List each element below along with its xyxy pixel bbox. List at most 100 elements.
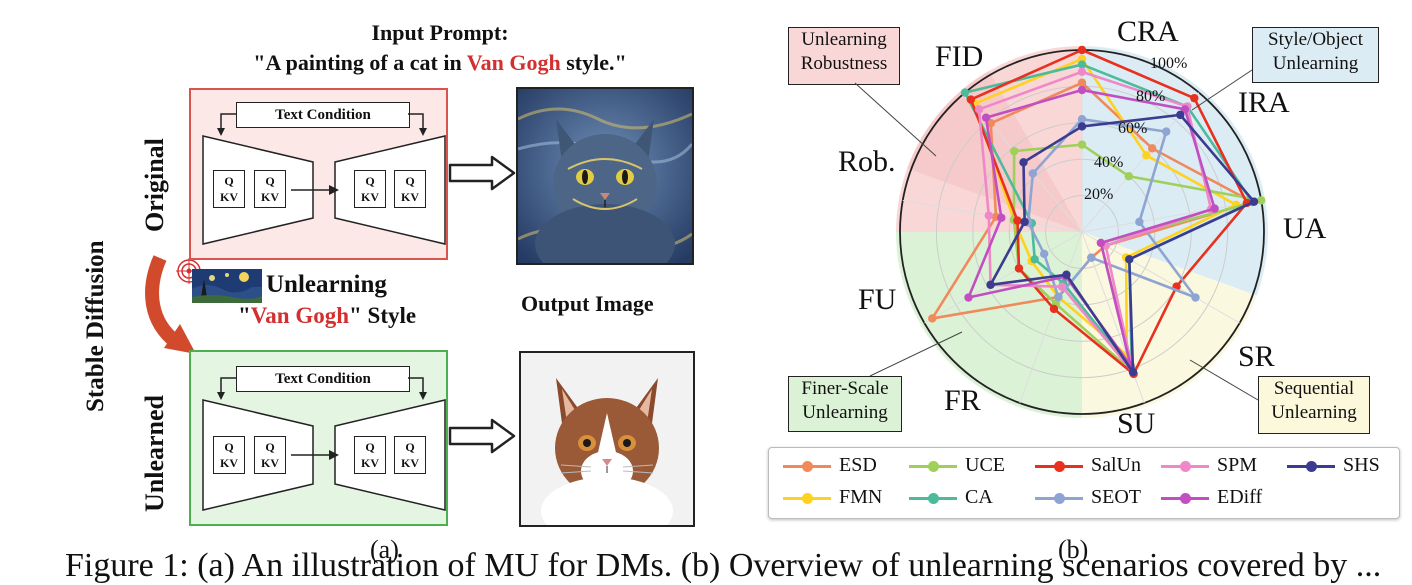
axis-label-cra: CRA	[1117, 15, 1179, 48]
series-point-esd	[1147, 144, 1157, 153]
series-point-ca	[1077, 60, 1087, 69]
unlearning-highlight: Van Gogh	[250, 303, 350, 328]
series-point-shs	[1062, 270, 1071, 279]
axis-label-sr: SR	[1238, 340, 1275, 373]
axis-label-ira: IRA	[1238, 86, 1290, 119]
axis-label-fu: FU	[858, 283, 897, 316]
series-point-uce	[1009, 146, 1019, 156]
series-point-spm	[1077, 67, 1087, 77]
series-point-spm	[984, 211, 993, 220]
series-point-shs	[1019, 158, 1028, 167]
figure-caption: Figure 1: (a) An illustration of MU for …	[65, 547, 1382, 584]
series-point-ediff	[1180, 105, 1190, 114]
callout-style-object: Style/Object Unlearning	[1252, 27, 1379, 83]
subfigure-a-label: (a)	[370, 535, 399, 564]
legend-item-salun: SalUn	[1035, 454, 1141, 477]
input-prompt-title: Input Prompt:	[371, 20, 509, 45]
ring-label: 60%	[1118, 120, 1148, 137]
series-point-spm	[974, 105, 984, 114]
callout-finer-scale: Finer-Scale Unlearning	[788, 376, 902, 432]
series-point-seot	[1162, 127, 1171, 136]
grid-spoke	[1019, 231, 1083, 404]
starry-night-thumbnail	[192, 269, 262, 303]
callout-unlearning-robustness: Unlearning Robustness	[788, 27, 900, 85]
ring-label: 100%	[1150, 55, 1188, 72]
series-point-seot	[1054, 292, 1063, 302]
ring-label: 40%	[1094, 154, 1124, 171]
series-point-shs	[1128, 368, 1138, 377]
legend-item-ca: CA	[909, 486, 993, 509]
original-label: Original	[140, 138, 169, 232]
ring-label: 20%	[1084, 186, 1114, 203]
series-point-seot	[1135, 217, 1144, 227]
subfigure-b-label: (b)	[1058, 535, 1089, 564]
series-point-shs	[1125, 255, 1134, 264]
series-line-salun	[969, 48, 1249, 376]
series-point-salun	[1190, 93, 1199, 103]
grid-spoke	[924, 231, 1083, 324]
series-point-ediff	[964, 293, 973, 302]
output-arrow-icon	[448, 418, 516, 454]
series-point-ediff	[981, 113, 991, 122]
series-point-salun	[966, 95, 976, 104]
output-arrow-icon	[448, 155, 516, 191]
output-image-label: Output Image	[521, 291, 654, 316]
series-point-ediff	[1077, 85, 1087, 95]
legend-item-ediff: EDiff	[1161, 486, 1262, 509]
series-point-ediff	[997, 213, 1006, 222]
unlearned-cat-image	[519, 351, 695, 527]
series-point-seot	[1077, 114, 1087, 124]
series-point-ca	[1030, 255, 1039, 264]
series-point-shs	[1176, 110, 1185, 120]
series-point-spm	[1057, 282, 1067, 291]
legend-item-seot: SEOT	[1035, 486, 1141, 509]
series-point-uce	[1077, 140, 1087, 149]
radar-chart	[896, 45, 1268, 418]
series-point-salun	[1014, 264, 1024, 273]
series-point-ca	[960, 88, 970, 97]
text-condition-box: Text Condition	[236, 366, 410, 392]
series-point-uce	[1257, 196, 1266, 205]
series-point-ediff	[1210, 204, 1219, 213]
legend-item-spm: SPM	[1161, 454, 1257, 477]
chart-legend: ESD UCE SalUn SPM SHS FMN CA SEOT EDiff	[768, 447, 1400, 519]
axis-label-su: SU	[1117, 407, 1156, 440]
input-prompt-text: "A painting of a cat in Van Gogh style."	[253, 50, 627, 75]
series-point-fmn	[1142, 151, 1151, 160]
stable-diffusion-label: Stable Diffusion	[82, 240, 109, 412]
vangogh-cat-image	[516, 87, 694, 265]
series-point-seot	[1028, 169, 1038, 178]
series-point-salun	[1077, 45, 1087, 55]
ring-label: 80%	[1136, 88, 1166, 105]
series-point-ediff	[1096, 238, 1106, 248]
series-point-seot	[1039, 249, 1049, 259]
series-point-uce	[1124, 172, 1133, 181]
series-point-salun	[1013, 216, 1022, 225]
series-point-seot	[1191, 293, 1200, 302]
grid-spoke	[1081, 199, 1262, 233]
legend-item-esd: ESD	[783, 454, 877, 477]
series-point-esd	[986, 119, 995, 128]
series-point-esd	[1077, 78, 1087, 87]
series-point-esd	[928, 314, 937, 323]
axis-label-ua: UA	[1283, 212, 1327, 245]
series-point-salun	[1049, 304, 1059, 314]
axis-label-fr: FR	[944, 384, 981, 417]
legend-item-uce: UCE	[909, 454, 1005, 477]
series-line-shs	[989, 113, 1256, 374]
legend-item-shs: SHS	[1287, 454, 1380, 477]
series-point-shs	[1077, 122, 1087, 131]
axis-label-rob: Rob.	[838, 145, 896, 178]
callout-sequential: Sequential Unlearning	[1258, 376, 1370, 434]
prompt-highlight: Van Gogh	[466, 50, 561, 75]
